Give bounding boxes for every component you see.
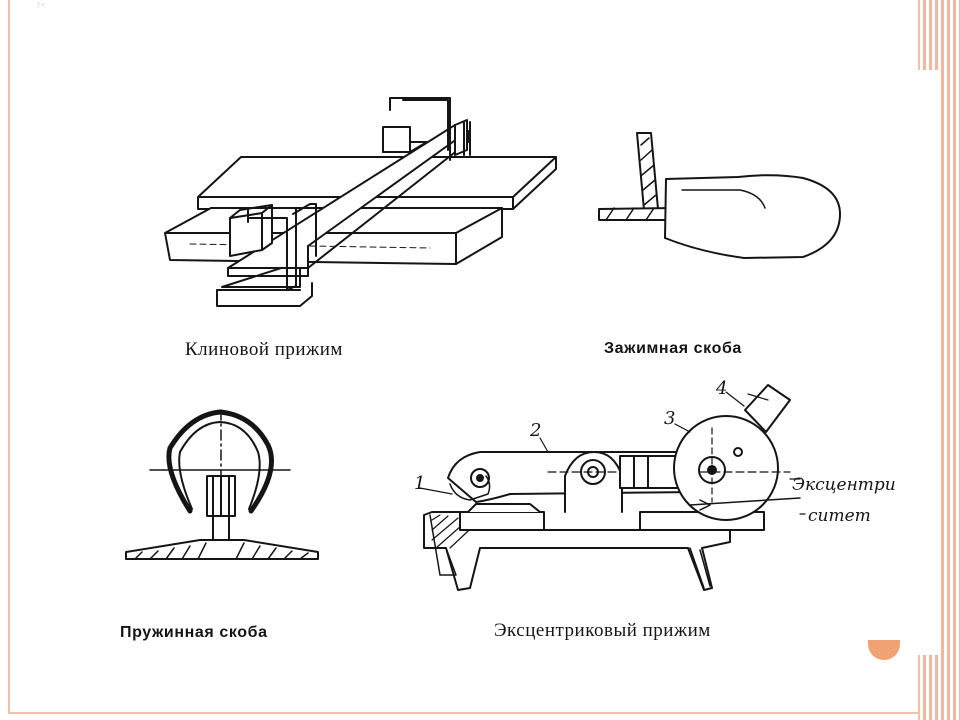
eccentric-clamp-caption: Эксцентриковый прижим [494, 620, 711, 641]
wedge-clamp-drawing [164, 97, 557, 307]
callout-4: 4 [715, 378, 727, 399]
callout-2: 2 [529, 420, 541, 441]
clamp-bracket-caption: Зажимная скоба [604, 340, 742, 357]
eccentric-clamp-drawing: 1 2 3 4 Эксцентри ситет [414, 378, 896, 591]
spring-bracket-caption: Пружинная скоба [120, 624, 268, 641]
accent-dot [868, 640, 900, 660]
callout-1: 1 [414, 473, 425, 494]
annotation-line-2: ситет [808, 506, 871, 526]
top-corner-mark: ↑▫ [36, 0, 45, 11]
callout-3: 3 [664, 408, 675, 429]
clamp-bracket-drawing [598, 132, 841, 259]
annotation-line-1: Эксцентри [792, 475, 896, 495]
wedge-clamp-caption: Клиновой прижим [185, 339, 343, 360]
spring-bracket-drawing [125, 409, 319, 560]
slide-frame-left [8, 0, 920, 714]
